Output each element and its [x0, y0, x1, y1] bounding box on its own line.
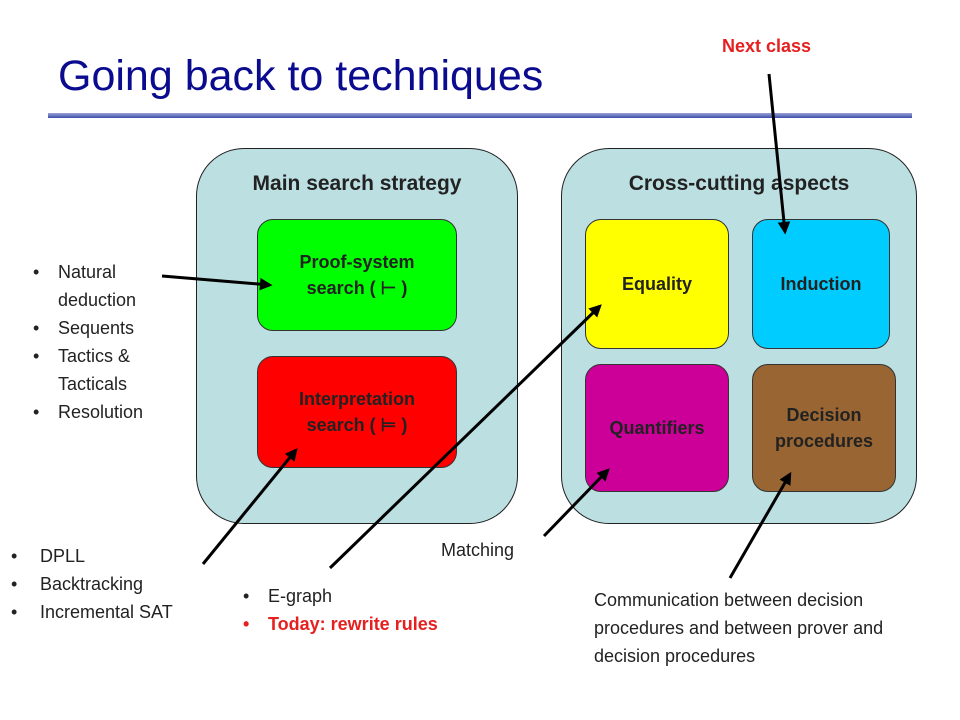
communication-text: Communication between decision procedure…: [594, 590, 884, 666]
arrow-to-interpretation: [201, 448, 298, 565]
interpretation-techniques-list: DPLL Backtracking Incremental SAT: [8, 542, 228, 626]
list-item: Sequents: [30, 314, 190, 342]
decision-procedures-label: Decision procedures: [774, 404, 874, 451]
list-item-highlight: Today: rewrite rules: [240, 610, 510, 638]
list-item: Backtracking: [8, 570, 228, 598]
list-item: Resolution: [30, 398, 190, 426]
list-item: DPLL: [8, 542, 228, 570]
proof-system-search-label: Proof-system search ( ⊢ ): [299, 251, 415, 298]
list-item: Incremental SAT: [8, 598, 228, 626]
equality-box: Equality: [585, 219, 729, 349]
quantifiers-label: Quantifiers: [609, 417, 705, 438]
equality-techniques-list: E-graph Today: rewrite rules: [240, 582, 510, 638]
page-title: Going back to techniques: [58, 52, 544, 100]
interpretation-search-label: Interpretation search ( ⊨ ): [298, 388, 415, 435]
main-search-strategy-title: Main search strategy: [252, 172, 462, 195]
title-underline: [48, 113, 912, 118]
proof-system-search-box: Proof-system search ( ⊢ ): [257, 219, 457, 331]
proof-system-techniques-list: Natural deduction Sequents Tactics & Tac…: [30, 258, 190, 426]
matching-label: Matching: [441, 540, 515, 560]
list-item: Tactics & Tacticals: [30, 342, 190, 398]
list-item: Natural deduction: [30, 258, 190, 314]
arrow-to-induction: [767, 73, 791, 235]
induction-label: Induction: [780, 273, 862, 294]
induction-box: Induction: [752, 219, 890, 349]
next-class-label: Next class: [722, 36, 812, 56]
list-item: E-graph: [240, 582, 510, 610]
quantifiers-box: Quantifiers: [585, 364, 729, 492]
arrow-to-quantifiers: [542, 468, 610, 538]
arrow-to-proof-system: [161, 274, 273, 291]
cross-cutting-aspects-title: Cross-cutting aspects: [628, 172, 850, 195]
decision-procedures-box: Decision procedures: [752, 364, 896, 492]
arrow-to-equality: [328, 304, 602, 570]
equality-label: Equality: [621, 273, 692, 294]
arrow-to-decision-procedures: [728, 471, 792, 579]
